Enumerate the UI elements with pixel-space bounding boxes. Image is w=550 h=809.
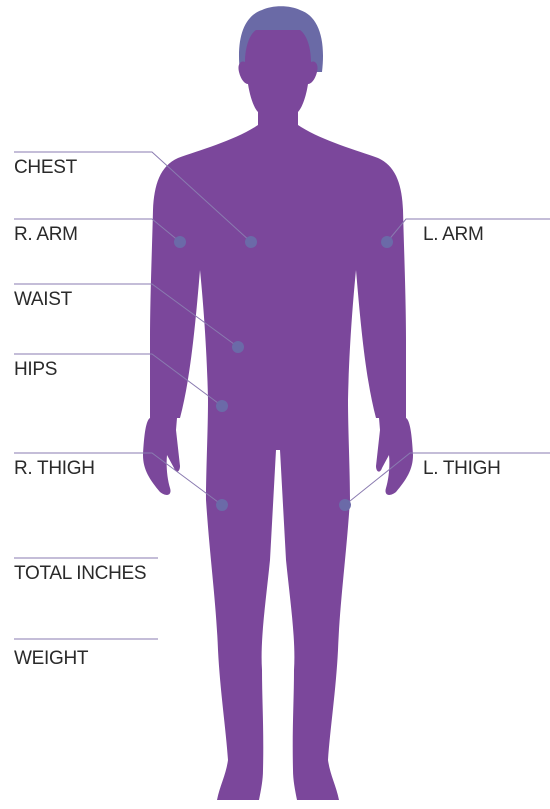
total-inches-label: TOTAL INCHES <box>14 564 146 583</box>
hips-marker-icon[interactable] <box>216 400 228 412</box>
l-thigh-label: L. THIGH <box>423 459 501 478</box>
l-thigh-marker-icon[interactable] <box>339 499 351 511</box>
waist-label: WAIST <box>14 290 72 309</box>
chest-label: CHEST <box>14 158 77 177</box>
waist-marker-icon[interactable] <box>232 341 244 353</box>
human-body-silhouette-icon <box>143 30 413 800</box>
hips-label: HIPS <box>14 360 57 379</box>
weight-label: WEIGHT <box>14 649 88 668</box>
l-arm-marker-icon[interactable] <box>381 236 393 248</box>
r-arm-label: R. ARM <box>14 225 78 244</box>
chest-marker-icon[interactable] <box>245 236 257 248</box>
r-thigh-label: R. THIGH <box>14 459 95 478</box>
l-arm-label: L. ARM <box>423 225 484 244</box>
r-arm-marker-icon[interactable] <box>174 236 186 248</box>
r-thigh-marker-icon[interactable] <box>216 499 228 511</box>
